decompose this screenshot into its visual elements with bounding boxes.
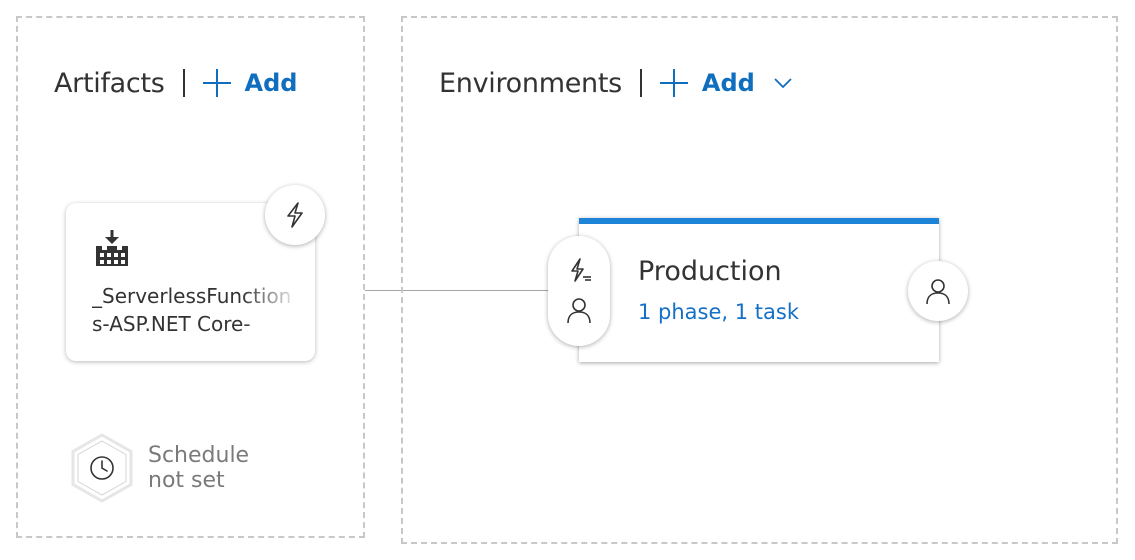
add-environment-label: Add — [701, 69, 755, 97]
artifacts-title: Artifacts — [54, 67, 165, 99]
artifact-card[interactable]: _ServerlessFunctions-ASP.NET Core- — [66, 203, 315, 361]
add-environment-button[interactable]: Add — [659, 69, 793, 97]
clock-icon — [90, 456, 114, 480]
lightning-icon — [287, 202, 303, 228]
chevron-down-icon[interactable] — [773, 76, 793, 90]
environment-name: Production — [638, 256, 782, 287]
artifacts-panel — [16, 16, 365, 538]
environment-card-production[interactable]: Production 1 phase, 1 task — [579, 218, 939, 362]
schedule-status: Schedule not set — [148, 443, 249, 493]
pipeline-connector — [365, 290, 549, 291]
pre-deployment-conditions-button[interactable] — [548, 236, 610, 346]
header-divider — [639, 69, 642, 97]
person-icon — [926, 279, 950, 305]
lightning-icon — [571, 258, 591, 282]
schedule-trigger[interactable]: Schedule not set — [70, 433, 249, 503]
schedule-hexagon — [71, 433, 133, 503]
plus-icon — [659, 69, 688, 97]
person-icon — [567, 298, 591, 324]
post-deployment-conditions-button[interactable] — [908, 261, 968, 321]
schedule-value: not set — [148, 468, 225, 493]
schedule-label: Schedule — [148, 443, 250, 468]
environments-title: Environments — [439, 67, 622, 99]
artifact-name: _ServerlessFunctions-ASP.NET Core- — [92, 284, 292, 336]
artifacts-header: Artifacts Add — [54, 63, 297, 103]
environment-status-bar — [579, 218, 939, 224]
environment-phase-summary[interactable]: 1 phase, 1 task — [638, 300, 799, 324]
build-artifact-icon — [96, 230, 128, 266]
add-artifact-button[interactable]: Add — [202, 69, 298, 97]
header-divider — [182, 69, 185, 97]
plus-icon — [202, 69, 231, 97]
add-artifact-label: Add — [244, 69, 298, 97]
continuous-deployment-trigger-button[interactable] — [265, 185, 325, 245]
environments-panel — [401, 16, 1118, 544]
environments-header: Environments Add — [439, 63, 793, 103]
